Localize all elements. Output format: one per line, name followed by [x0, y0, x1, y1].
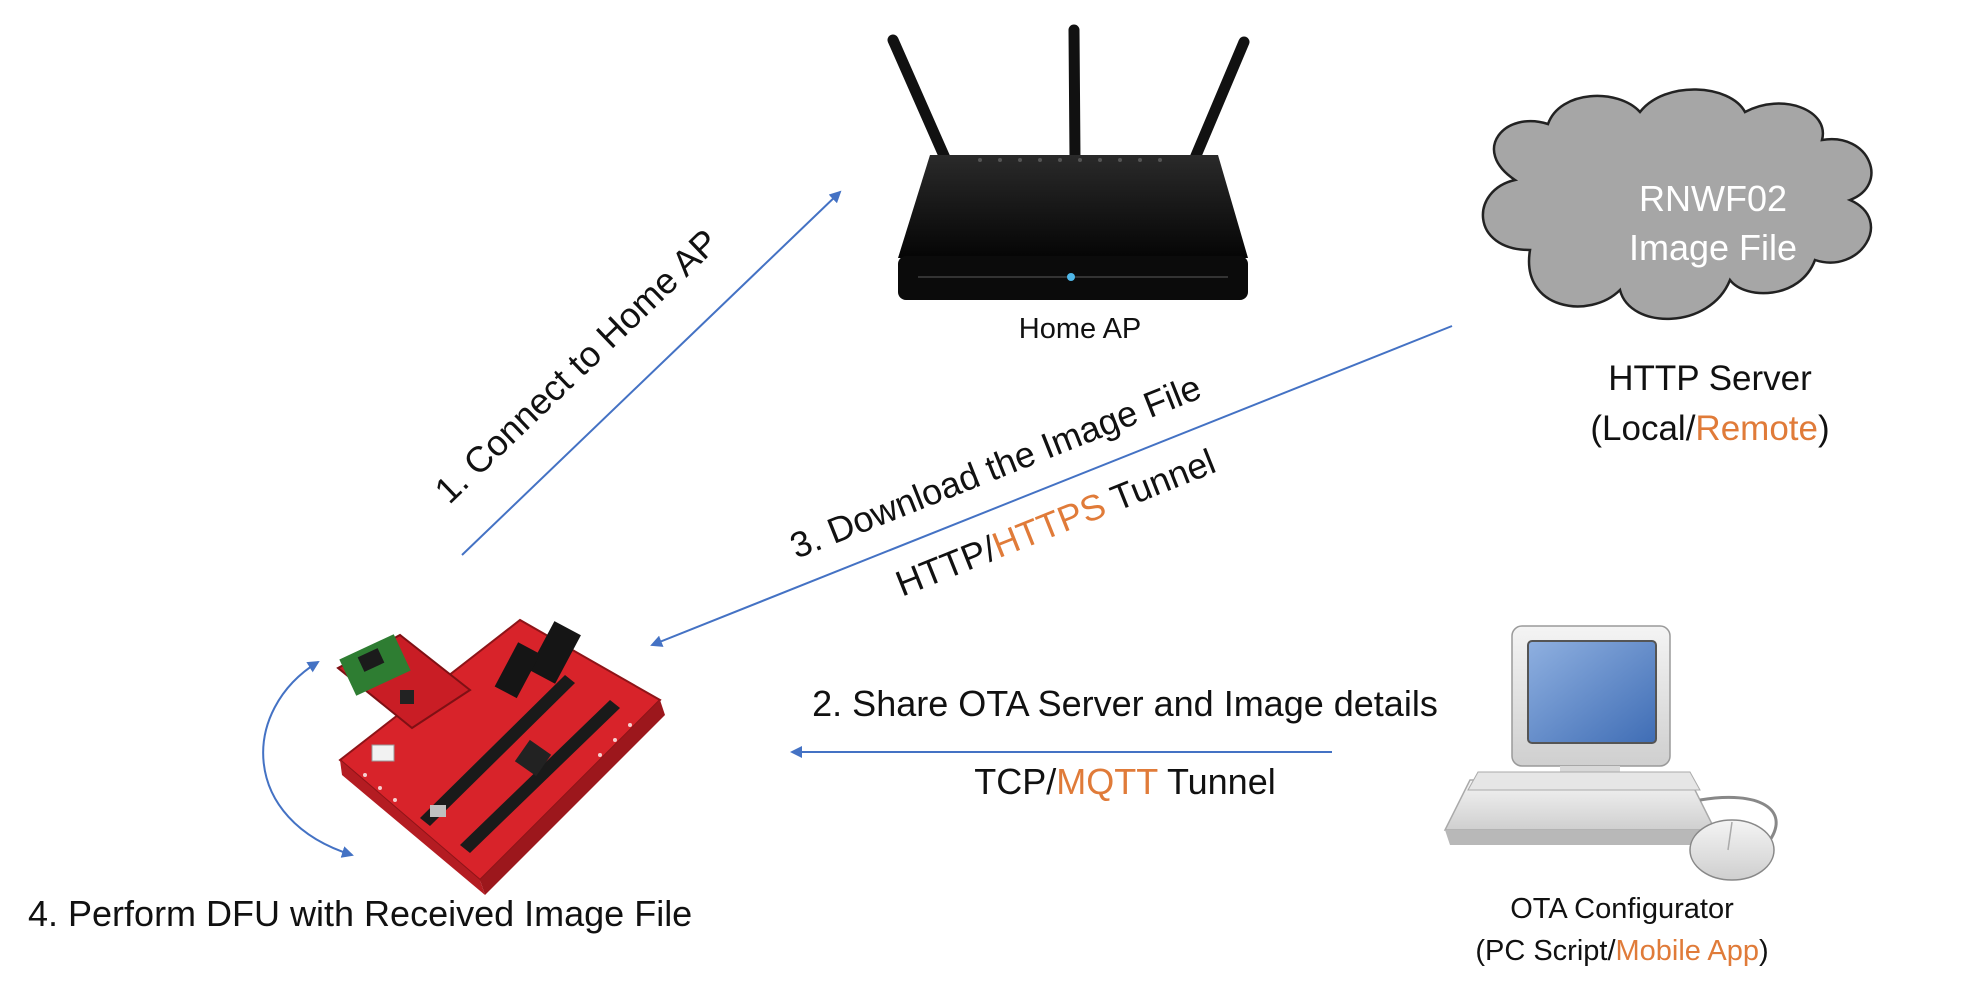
arrow-connect-ap	[461, 190, 842, 556]
configurator-title: OTA Configurator	[1510, 893, 1734, 925]
http-server-title: HTTP Server	[1608, 359, 1812, 398]
cloud-line1: RNWF02	[1639, 178, 1787, 219]
step1-label: 1. Connect to Home AP	[426, 221, 726, 511]
cloud-line2: Image File	[1629, 227, 1797, 268]
configurator-subtitle: (PC Script/Mobile App)	[1475, 935, 1768, 967]
arrow-download-image	[650, 325, 1453, 647]
home-ap-label: Home AP	[1019, 313, 1142, 345]
step3-line2: HTTP/HTTPS Tunnel	[890, 440, 1221, 604]
step4-label: 4. Perform DFU with Received Image File	[28, 893, 692, 934]
step2-line1: 2. Share OTA Server and Image details	[812, 683, 1438, 724]
arrow-dfu-cycle	[262, 660, 354, 858]
step2-line2: TCP/MQTT Tunnel	[974, 761, 1275, 802]
http-server-subtitle: (Local/Remote)	[1590, 409, 1829, 448]
dev-board-icon	[336, 618, 665, 895]
desktop-computer-icon	[1443, 625, 1778, 881]
cloud-icon	[1481, 88, 1873, 320]
router-icon	[887, 24, 1250, 300]
